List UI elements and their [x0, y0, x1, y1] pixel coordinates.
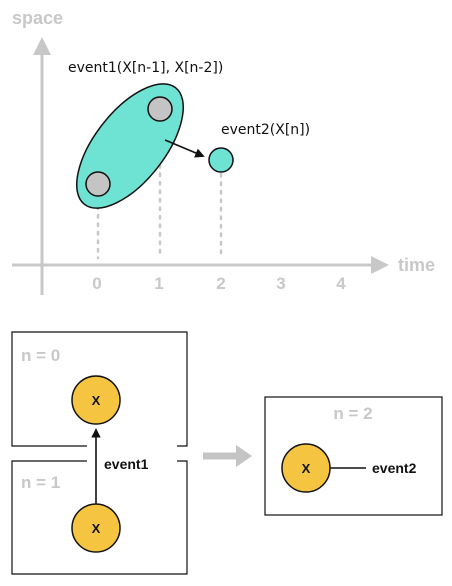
box-n1: [11, 460, 188, 575]
n2-label: n = 2: [333, 404, 372, 423]
graph-diagram: n = 0 X n = 1 X event1 n = 2 X event2: [11, 331, 443, 575]
event2-label: event2(X[n]): [221, 122, 310, 138]
space-time-point: [85, 171, 111, 197]
event2-edge-label: event2: [372, 460, 417, 476]
event1-label: event1(X[n-1], X[n-2]): [68, 60, 223, 76]
x-node-label: X: [302, 461, 311, 476]
tick-label: 0: [92, 274, 101, 293]
x-node-label: X: [92, 393, 101, 408]
tick-label: 1: [154, 274, 163, 293]
box-n2: [264, 396, 443, 516]
transition-arrow-head: [236, 445, 252, 467]
tick-label: 2: [216, 274, 225, 293]
y-axis-label: space: [12, 8, 63, 28]
n0-label: n = 0: [21, 346, 60, 365]
n1-label: n = 1: [21, 473, 60, 492]
event-arrow: [164, 139, 205, 158]
x-node: [71, 375, 121, 425]
x-axis-label: time: [398, 255, 435, 275]
x-node-label: X: [92, 521, 101, 536]
tick-label: 3: [276, 274, 285, 293]
box-n0: [11, 331, 188, 447]
event2-node: [208, 147, 234, 173]
space-time-plot: space time 0 1 2 3 4 event1(X[n-1], X[n-…: [12, 8, 435, 295]
event1-edge-label: event1: [104, 456, 149, 472]
space-time-point: [147, 96, 173, 122]
tick-label: 4: [336, 274, 346, 293]
